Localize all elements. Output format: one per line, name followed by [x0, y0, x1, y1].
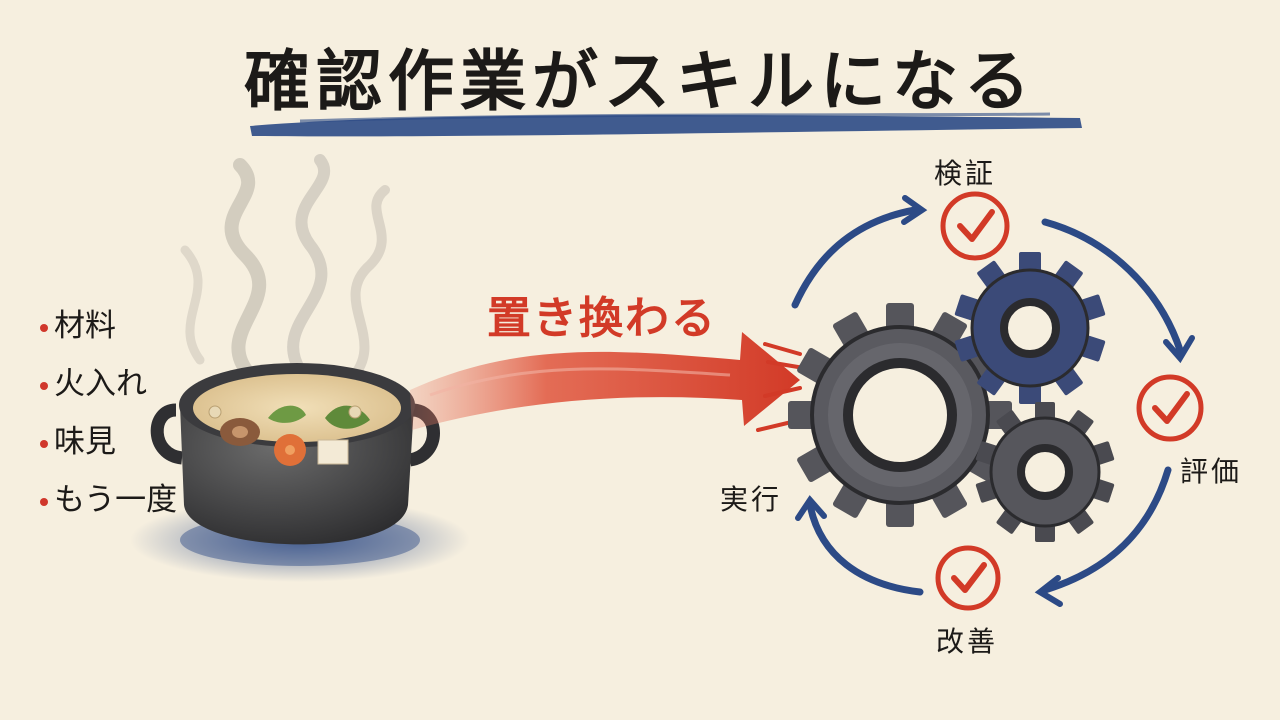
list-item-label: もう一度	[54, 482, 178, 518]
check-circle-icon	[1136, 374, 1204, 442]
cycle-step-execute: 実行	[720, 483, 783, 516]
bullet-icon	[40, 381, 48, 390]
check-circle-icon	[940, 191, 1010, 261]
cycle-step-improve: 改善	[936, 625, 999, 658]
cycle-step-verify: 検証	[934, 157, 997, 190]
bullet-icon	[40, 323, 48, 332]
list-item: 火入れ	[40, 364, 177, 422]
transform-label: 置き換わる	[487, 293, 717, 344]
cycle-step-evaluate: 評価	[1180, 455, 1243, 488]
gear-icon	[975, 402, 1115, 542]
list-item: 味見	[40, 422, 177, 480]
steaming-pot-icon	[130, 154, 470, 582]
gear-icon	[788, 303, 1012, 527]
check-circle-icon	[935, 545, 1001, 611]
list-item: もう一度	[40, 480, 177, 538]
transform-arrow-icon	[410, 332, 806, 432]
ingredient-list: 材料 火入れ 味見 もう一度	[40, 306, 177, 538]
bullet-icon	[40, 439, 48, 448]
bullet-icon	[40, 497, 48, 506]
cycle-arrow-icon	[791, 195, 1195, 607]
list-item: 材料	[40, 306, 177, 364]
page-title: 確認作業がスキルになる	[244, 42, 1036, 120]
title-brush-underline	[250, 112, 1082, 137]
list-item-label: 味見	[54, 424, 116, 460]
list-item-label: 材料	[54, 308, 116, 344]
list-item-label: 火入れ	[54, 366, 147, 402]
gear-icon	[954, 252, 1106, 404]
